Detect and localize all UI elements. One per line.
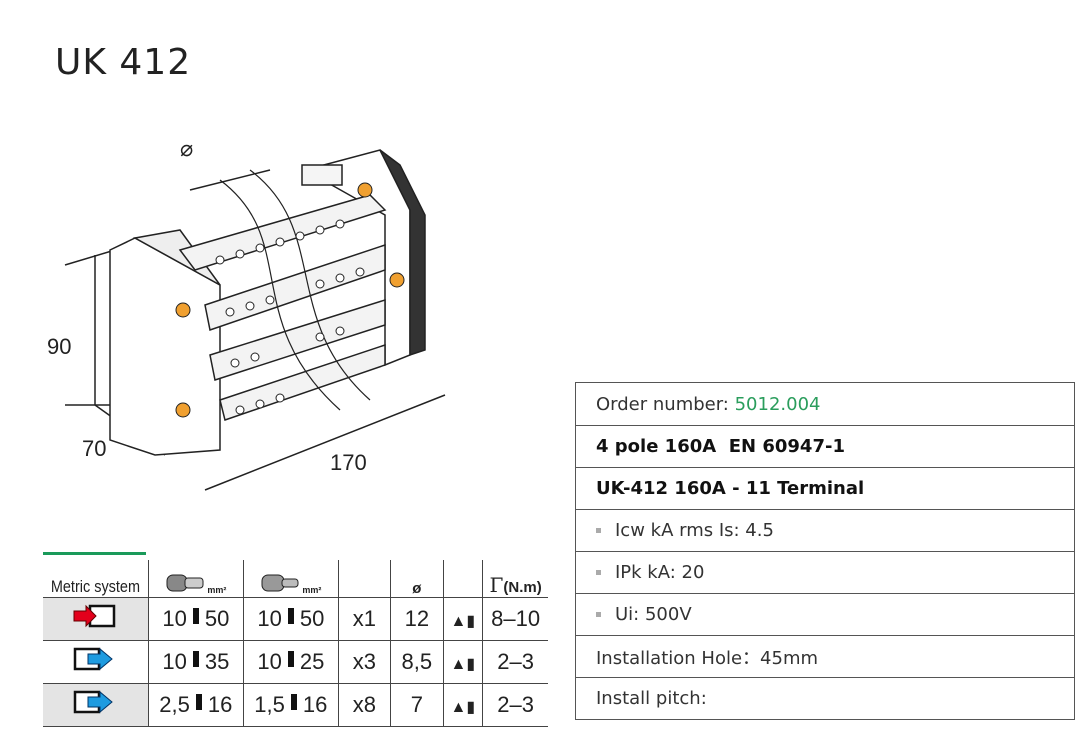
bullet-icon [596, 612, 601, 617]
icw-row: Icw kA rms Is: 4.5 [576, 509, 1074, 551]
stranded-min: 10 [162, 606, 187, 631]
unit-label: mm² [302, 585, 322, 595]
width-dimension: 170 [330, 450, 367, 475]
ferrule-max: 50 [299, 606, 325, 631]
ferrule-max: 16 [302, 692, 328, 717]
terminal-count: x1 [338, 597, 391, 641]
cable-spec-table: Metric system mm² mm² ø Γ(N.m) 10 50 10 50… [43, 560, 549, 727]
ipk-row: IPk kA: 20 [576, 551, 1074, 593]
section-divider [43, 552, 146, 555]
screwdriver-icon: ▲▮ [450, 613, 476, 630]
ferrule-min: 10 [257, 649, 282, 674]
torque-value: 2–3 [497, 649, 534, 674]
diameter-header: ø [390, 560, 444, 598]
unit-label: mm² [207, 585, 227, 595]
ui-row: Ui: 500V [576, 593, 1074, 635]
bullet-icon [596, 570, 601, 575]
diameter-symbol: ⌀ [180, 136, 194, 161]
stranded-min: 10 [162, 649, 187, 674]
order-number-row: Order number: 5012.004 [576, 383, 1074, 425]
stranded-wire-icon [166, 574, 204, 592]
ferrule-wire-icon [261, 574, 299, 592]
screwdriver-icon: ▲▮ [450, 699, 476, 716]
terminal-count: x3 [338, 640, 391, 684]
input-arrow-icon [73, 604, 116, 628]
icw-text: Icw kA rms Is: 4.5 [615, 520, 774, 541]
install-pitch-row: Install pitch: [576, 677, 1074, 719]
torque-icon: Γ [489, 573, 504, 597]
hole-diameter: 7 [390, 683, 444, 727]
terminal-count: x8 [338, 683, 391, 727]
torque-header: (N.m) [503, 579, 542, 596]
stranded-max: 50 [204, 606, 230, 631]
ferrule-max: 25 [299, 649, 325, 674]
stranded-max: 35 [204, 649, 230, 674]
poles-row: 4 pole 160A EN 60947-1 [576, 425, 1074, 467]
stranded-max: 16 [207, 692, 233, 717]
metric-system-label: Metric system [50, 577, 140, 596]
depth-dimension: 70 [82, 436, 107, 461]
model-row: UK-412 160A - 11 Terminal [576, 467, 1074, 509]
table-row: 10 50 10 50 x1 12 ▲▮ 8–10 [43, 597, 549, 641]
output-arrow-icon [74, 647, 114, 671]
ferrule-min: 10 [257, 606, 282, 631]
screwdriver-icon: ▲▮ [450, 656, 476, 673]
ui-text: Ui: 500V [615, 604, 692, 625]
ipk-text: IPk kA: 20 [615, 562, 705, 583]
ferrule-min: 1,5 [254, 692, 285, 717]
table-row: 10 35 10 25 x3 8,5 ▲▮ 2–3 [43, 640, 549, 684]
order-number-value: 5012.004 [734, 393, 821, 415]
terminal-block-drawing [64, 149, 446, 491]
torque-value: 8–10 [491, 606, 541, 631]
installation-hole-row: Installation Hole：45mm [576, 635, 1074, 677]
product-info-table: Order number: 5012.004 4 pole 160A EN 60… [575, 382, 1075, 720]
product-title: UK 412 [55, 42, 192, 83]
bullet-icon [596, 528, 601, 533]
hole-diameter: 12 [390, 597, 444, 641]
torque-value: 2–3 [497, 692, 534, 717]
output-arrow-icon [74, 690, 114, 714]
stranded-min: 2,5 [159, 692, 190, 717]
table-row: 2,5 16 1,5 16 x8 7 ▲▮ 2–3 [43, 683, 549, 727]
height-dimension: 90 [47, 334, 72, 359]
order-number-label: Order number: [596, 393, 735, 415]
hole-diameter: 8,5 [390, 640, 444, 684]
